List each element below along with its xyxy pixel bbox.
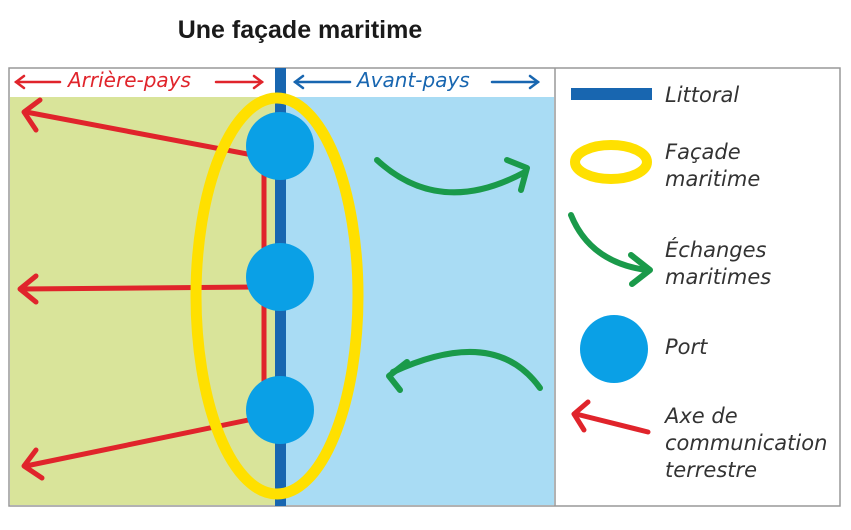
port-top <box>246 112 314 180</box>
echanges-arrow-incoming <box>386 348 543 393</box>
echanges-arrow-icon <box>568 212 653 287</box>
littoral-line-icon <box>571 88 652 100</box>
avant-pays-header-arrow <box>292 74 541 90</box>
legend-littoral-label: Littoral <box>665 83 740 107</box>
legend-port-label: Port <box>665 335 708 359</box>
echanges-arrow-outgoing <box>374 157 530 196</box>
port-middle <box>246 243 314 311</box>
arriere-pays-header-arrow <box>13 74 265 90</box>
axe-arrow-middle <box>19 284 261 292</box>
arriere-pays-zone <box>10 97 276 505</box>
legend-axe-label: Axe de communication terrestre <box>665 404 828 482</box>
avant-pays-label: Avant-pays <box>357 68 470 92</box>
port-circle-icon <box>580 315 648 383</box>
facade-ellipse-icon <box>570 140 652 184</box>
legend-echanges-label: Échanges maritimes <box>665 238 772 289</box>
diagram-title: Une façade maritime <box>177 16 423 44</box>
avant-pays-zone <box>284 97 554 505</box>
arriere-pays-label: Arrière-pays <box>68 68 191 92</box>
legend-facade-label: Façade maritime <box>665 140 761 191</box>
axe-arrow-icon <box>571 399 651 435</box>
facade-maritime-ellipse <box>190 92 364 500</box>
port-bottom <box>246 376 314 444</box>
